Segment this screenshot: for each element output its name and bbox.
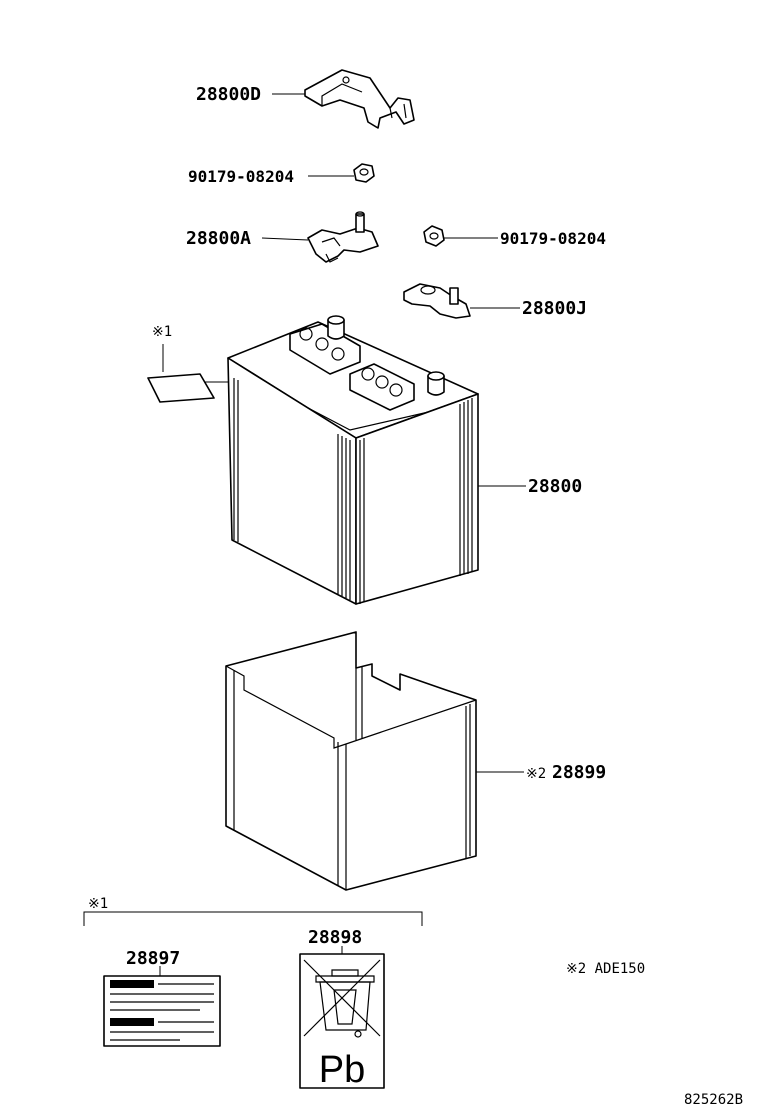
battery-part bbox=[227, 315, 479, 605]
label-sticker-part bbox=[147, 373, 215, 403]
part-label-cover: 28800D bbox=[196, 84, 261, 105]
terminal-cover-part bbox=[304, 69, 415, 129]
part-label-nut-top: 90179-08204 bbox=[188, 167, 294, 186]
lead-symbol-text: Pb bbox=[319, 1049, 365, 1091]
part-label-pos-clamp: 28800J bbox=[522, 298, 587, 319]
leader-line bbox=[261, 237, 309, 241]
part-label-tray: 28899 bbox=[552, 762, 606, 783]
positive-clamp-part bbox=[403, 283, 471, 319]
negative-clamp-part bbox=[307, 211, 379, 263]
part-label-battery: 28800 bbox=[528, 476, 582, 497]
note-marker-label: ※1 bbox=[152, 324, 172, 340]
cross-line bbox=[303, 959, 381, 1037]
nut-right-part bbox=[423, 225, 445, 247]
caution-label-part bbox=[103, 975, 221, 1047]
recycle-label-part: Pb bbox=[299, 953, 385, 1091]
battery-tray-part bbox=[225, 631, 477, 891]
part-label-recycle: 28898 bbox=[308, 927, 362, 948]
drawing-id: 825262B bbox=[684, 1092, 743, 1108]
note-marker-bracket: ※1 bbox=[88, 896, 108, 912]
note-marker-tray: ※2 bbox=[526, 766, 546, 782]
part-label-caution: 28897 bbox=[126, 948, 180, 969]
part-label-nut-right: 90179-08204 bbox=[500, 229, 606, 248]
applicability-note: ※2 ADE150 bbox=[566, 961, 645, 977]
part-label-neg-clamp: 28800A bbox=[186, 228, 251, 249]
nut-top-part bbox=[353, 163, 375, 183]
group-bracket bbox=[83, 911, 423, 926]
